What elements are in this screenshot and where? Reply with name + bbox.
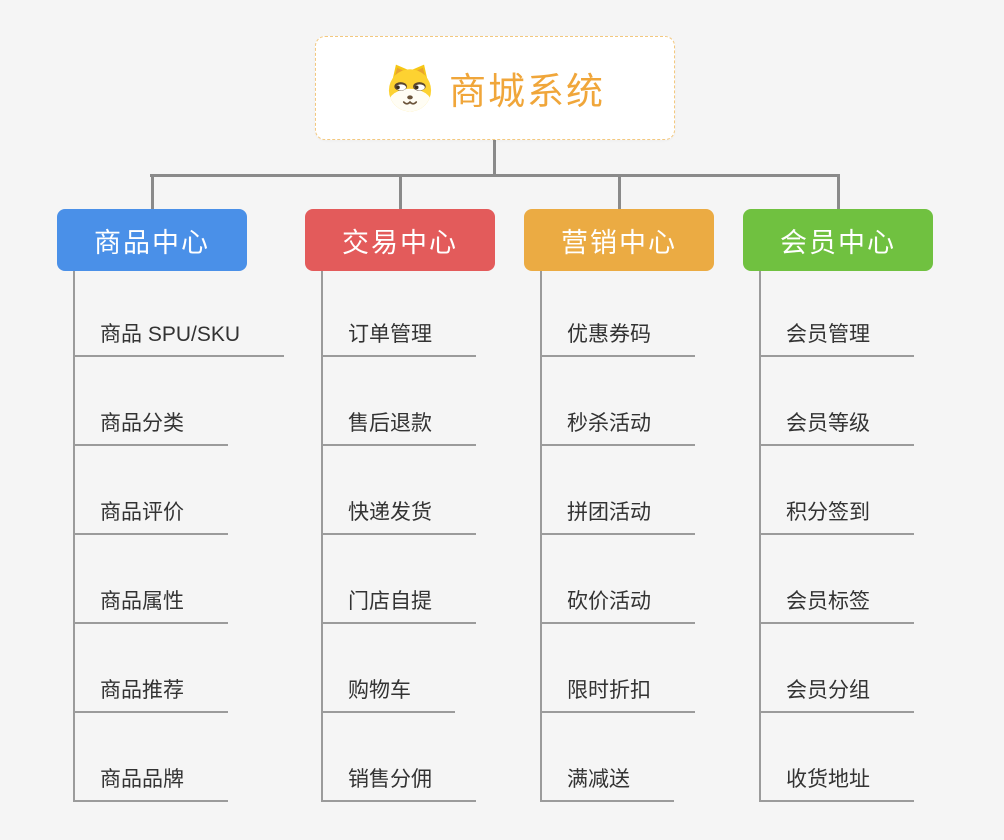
- leaf-node-label: 会员标签: [786, 590, 870, 613]
- leaf-node-label: 商品推荐: [100, 679, 184, 702]
- connector-line: [321, 271, 323, 801]
- leaf-node[interactable]: 积分签到: [759, 499, 914, 535]
- leaf-node[interactable]: 会员分组: [759, 677, 914, 713]
- branch-node-label: 营销中心: [561, 227, 677, 258]
- leaf-node-label: 购物车: [348, 679, 411, 702]
- root-node[interactable]: 商城系统: [315, 36, 675, 140]
- leaf-node[interactable]: 砍价活动: [540, 588, 695, 624]
- leaf-node[interactable]: 限时折扣: [540, 677, 695, 713]
- leaf-node[interactable]: 拼团活动: [540, 499, 695, 535]
- leaf-node-label: 会员管理: [786, 323, 870, 346]
- leaf-node[interactable]: 商品评价: [73, 499, 228, 535]
- branch-children-column: 优惠券码秒杀活动拼团活动砍价活动限时折扣满减送: [540, 271, 780, 803]
- leaf-node-label: 售后退款: [348, 412, 432, 435]
- branch-children-column: 商品 SPU/SKU 商品分类商品评价商品属性商品推荐商品品牌: [73, 271, 313, 803]
- branch-node-label: 交易中心: [342, 227, 458, 258]
- leaf-node-label: 限时折扣: [567, 679, 651, 702]
- connector-line: [617, 174, 621, 211]
- leaf-node-label: 商品属性: [100, 590, 184, 613]
- leaf-node[interactable]: 会员等级: [759, 410, 914, 446]
- leaf-node-label: 满减送: [567, 768, 630, 791]
- leaf-node[interactable]: 收货地址: [759, 766, 914, 802]
- branch-node-label: 商品中心: [94, 227, 210, 258]
- leaf-node[interactable]: 销售分佣: [321, 766, 476, 802]
- leaf-node-label: 门店自提: [348, 590, 432, 613]
- leaf-node-label: 积分签到: [786, 501, 870, 524]
- leaf-node-label: 秒杀活动: [567, 412, 651, 435]
- connector-line: [73, 271, 75, 801]
- leaf-node[interactable]: 商品属性: [73, 588, 228, 624]
- leaf-node-label: 商品评价: [100, 501, 184, 524]
- leaf-node-label: 商品 SPU/SKU: [100, 323, 241, 346]
- connector-line: [150, 174, 154, 211]
- connector-line: [540, 271, 542, 801]
- connector-line: [759, 271, 761, 801]
- leaf-node-label: 拼团活动: [567, 501, 651, 524]
- leaf-node-label: 砍价活动: [567, 590, 651, 613]
- branch-node-3[interactable]: 会员中心: [743, 209, 933, 271]
- connector-line: [150, 174, 839, 177]
- branch-node-0[interactable]: 商品中心: [57, 209, 247, 271]
- connector-line: [398, 174, 402, 211]
- leaf-node[interactable]: 订单管理: [321, 321, 476, 357]
- root-title: 商城系统: [449, 71, 605, 112]
- branch-node-label: 会员中心: [780, 227, 896, 258]
- branch-node-1[interactable]: 交易中心: [305, 209, 495, 271]
- branch-children-column: 订单管理售后退款快递发货门店自提购物车销售分佣: [321, 271, 561, 803]
- leaf-node[interactable]: 优惠券码: [540, 321, 695, 357]
- leaf-node[interactable]: 商品 SPU/SKU: [73, 321, 285, 357]
- leaf-node[interactable]: 门店自提: [321, 588, 476, 624]
- leaf-node-label: 商品品牌: [100, 768, 184, 791]
- leaf-node[interactable]: 秒杀活动: [540, 410, 695, 446]
- branch-node-2[interactable]: 营销中心: [524, 209, 714, 271]
- leaf-node[interactable]: 商品品牌: [73, 766, 228, 802]
- connector-line: [493, 140, 496, 177]
- leaf-node-label: 快递发货: [348, 501, 432, 524]
- leaf-node[interactable]: 购物车: [321, 677, 455, 713]
- leaf-node-label: 会员等级: [786, 412, 870, 435]
- leaf-node-label: 优惠券码: [567, 323, 651, 346]
- dog-face-icon: [385, 63, 435, 113]
- leaf-node-label: 收货地址: [786, 768, 870, 791]
- leaf-node[interactable]: 会员管理: [759, 321, 914, 357]
- leaf-node[interactable]: 售后退款: [321, 410, 476, 446]
- branch-children-column: 会员管理会员等级积分签到会员标签会员分组收货地址: [759, 271, 999, 803]
- leaf-node[interactable]: 快递发货: [321, 499, 476, 535]
- leaf-node-label: 订单管理: [348, 323, 432, 346]
- leaf-node-label: 会员分组: [786, 679, 870, 702]
- leaf-node[interactable]: 会员标签: [759, 588, 914, 624]
- leaf-node[interactable]: 满减送: [540, 766, 674, 802]
- leaf-node[interactable]: 商品分类: [73, 410, 228, 446]
- leaf-node-label: 销售分佣: [348, 768, 432, 791]
- leaf-node-label: 商品分类: [100, 412, 184, 435]
- leaf-node[interactable]: 商品推荐: [73, 677, 228, 713]
- connector-line: [836, 174, 840, 211]
